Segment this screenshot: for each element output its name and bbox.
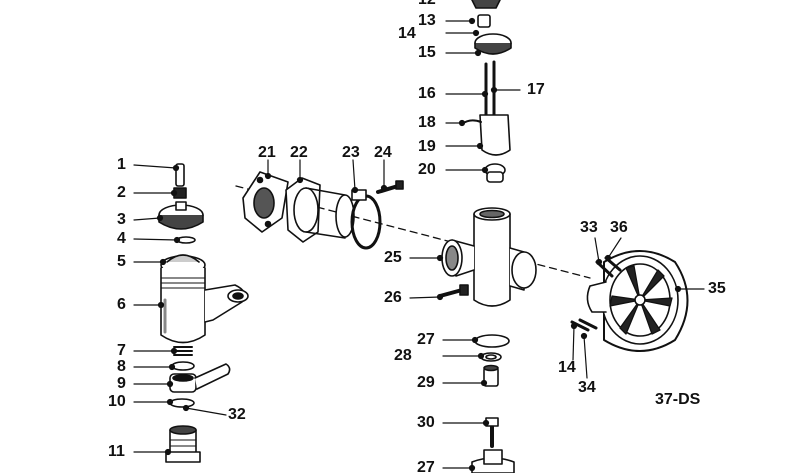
callout-30[interactable]: 30 xyxy=(417,414,435,431)
part-24-screw xyxy=(376,184,400,194)
callout-36[interactable]: 36 xyxy=(610,219,628,236)
part-10-washer xyxy=(169,398,195,408)
callout-11[interactable]: 11 xyxy=(108,443,125,460)
float-chamber-group xyxy=(158,163,249,463)
air-filter-group xyxy=(570,250,689,352)
callout-35[interactable]: 35 xyxy=(708,280,726,297)
callout-33[interactable]: 33 xyxy=(580,219,598,236)
callout-16[interactable]: 16 xyxy=(418,85,436,102)
callout-23[interactable]: 23 xyxy=(342,144,360,161)
callout-6[interactable]: 6 xyxy=(117,296,126,313)
callout-14-upper[interactable]: 14 xyxy=(398,25,416,42)
leader-lines xyxy=(133,17,705,472)
intake-flange-group xyxy=(242,171,404,250)
part-8-washer xyxy=(171,361,195,371)
callout-26[interactable]: 26 xyxy=(384,289,402,306)
callout-5[interactable]: 5 xyxy=(117,253,126,270)
callout-12[interactable]: 12 xyxy=(418,0,436,8)
callout-19[interactable]: 19 xyxy=(418,138,436,155)
callout-21[interactable]: 21 xyxy=(258,144,276,161)
part-27-gasket xyxy=(474,334,510,348)
callout-20[interactable]: 20 xyxy=(418,161,436,178)
callout-2[interactable]: 2 xyxy=(117,184,126,201)
callout-15[interactable]: 15 xyxy=(418,44,436,61)
callout-27-upper[interactable]: 27 xyxy=(417,331,435,348)
callout-25[interactable]: 25 xyxy=(384,249,402,266)
callout-13[interactable]: 13 xyxy=(418,12,436,29)
callout-29[interactable]: 29 xyxy=(417,374,435,391)
callout-22[interactable]: 22 xyxy=(290,144,308,161)
part-25-body xyxy=(473,213,511,307)
part-26-screw xyxy=(438,288,464,298)
part-6-bowl xyxy=(160,267,206,344)
carburetor-body-group xyxy=(438,0,537,473)
callout-1[interactable]: 1 xyxy=(117,156,126,173)
callout-28[interactable]: 28 xyxy=(394,347,412,364)
part-19-slide xyxy=(479,114,511,156)
diagram-code-label: 37-DS xyxy=(655,391,701,408)
callout-24[interactable]: 24 xyxy=(374,144,392,161)
callout-17[interactable]: 17 xyxy=(527,81,545,98)
callout-14-lower[interactable]: 14 xyxy=(558,359,576,376)
callout-27-lower[interactable]: 27 xyxy=(417,459,435,473)
callout-8[interactable]: 8 xyxy=(117,358,126,375)
callout-9[interactable]: 9 xyxy=(117,375,126,392)
callout-7[interactable]: 7 xyxy=(117,342,126,359)
part-34-screw xyxy=(578,318,598,330)
callout-32[interactable]: 32 xyxy=(228,406,246,423)
callout-18[interactable]: 18 xyxy=(418,114,436,131)
callout-10[interactable]: 10 xyxy=(108,393,126,410)
part-13-screw xyxy=(477,14,491,28)
callout-4[interactable]: 4 xyxy=(117,230,126,247)
callout-34[interactable]: 34 xyxy=(578,379,596,396)
callout-3[interactable]: 3 xyxy=(117,211,126,228)
